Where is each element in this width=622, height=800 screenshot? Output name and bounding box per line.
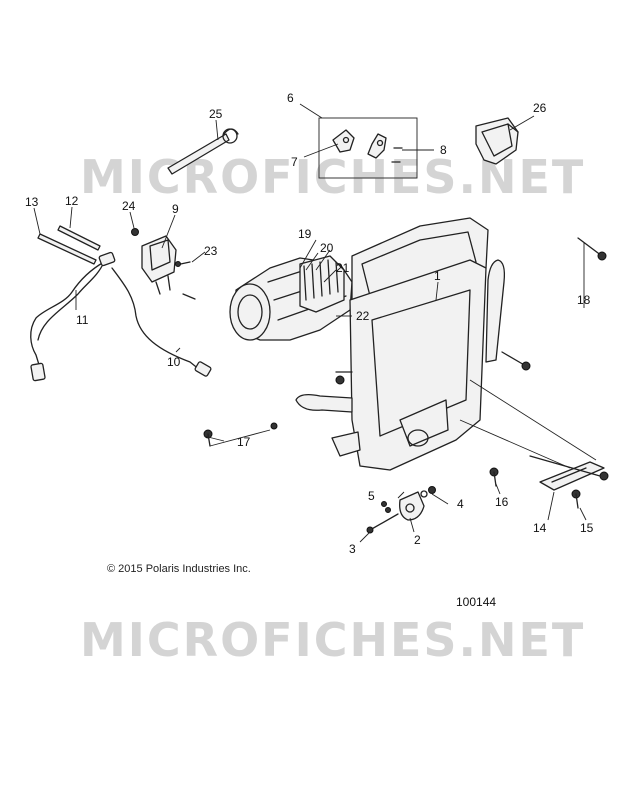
part-18-bolt (577, 237, 607, 261)
figure-number: 100144 (456, 595, 496, 609)
callout-9: 9 (172, 202, 179, 216)
callout-21: 21 (336, 261, 350, 275)
callout-3: 3 (349, 542, 356, 556)
part-16-bolt (489, 467, 499, 487)
part-8-clip-and-screws (367, 133, 403, 163)
part-11-harness (30, 251, 116, 382)
part-2-shackle-mount (399, 491, 425, 521)
callout-4: 4 (457, 497, 464, 511)
callout-18: 18 (577, 293, 591, 307)
callout-7: 7 (291, 155, 298, 169)
callout-labels: 25 6 7 8 26 13 12 24 9 23 11 10 19 20 21… (25, 91, 594, 556)
callout-6: 6 (287, 91, 294, 105)
callout-22: 22 (356, 309, 370, 323)
watermark-bottom: MICROFICHES.NET (80, 613, 585, 667)
frame-bolt (501, 351, 531, 371)
callout-10: 10 (167, 355, 181, 369)
part-23-screw (175, 261, 196, 300)
part-13-rod (37, 233, 97, 265)
callout-12: 12 (65, 194, 79, 208)
callout-13: 13 (25, 195, 39, 209)
part-4-nut (420, 486, 436, 498)
callout-19: 19 (298, 227, 312, 241)
callout-2: 2 (414, 533, 421, 547)
part-14-plate (459, 379, 605, 491)
callout-23: 23 (204, 244, 218, 258)
copyright-notice: © 2015 Polaris Industries Inc. (107, 563, 251, 575)
part-15-bolt (571, 489, 581, 509)
callout-15: 15 (580, 521, 594, 535)
part-10-cable (111, 267, 212, 377)
callout-1: 1 (434, 269, 441, 283)
watermark-top: MICROFICHES.NET (80, 150, 585, 204)
part-26-cover (475, 117, 519, 165)
callout-14: 14 (533, 521, 547, 535)
leader-lines (33, 103, 587, 543)
part-1-bumper-frame (295, 217, 506, 471)
part-24-nut (131, 228, 139, 236)
callout-16: 16 (495, 495, 509, 509)
callout-17: 17 (237, 435, 251, 449)
part-25-cable-strap (167, 128, 239, 175)
part-7-bracket (332, 129, 355, 153)
part-12-rod (57, 225, 101, 251)
callout-20: 20 (320, 241, 334, 255)
callout-24: 24 (122, 199, 136, 213)
callout-11: 11 (76, 313, 89, 327)
callout-8: 8 (440, 143, 447, 157)
part-5-washer (381, 501, 391, 513)
part-6-group-box (318, 117, 418, 179)
part-9-contactor (141, 235, 177, 295)
part-3-bolt (366, 513, 399, 534)
part-17-bolt (203, 422, 278, 447)
frame-bolt-right (529, 455, 609, 481)
callout-5: 5 (368, 489, 375, 503)
callout-25: 25 (209, 107, 223, 121)
callout-26: 26 (533, 101, 547, 115)
part-19-22-winch (229, 255, 353, 341)
